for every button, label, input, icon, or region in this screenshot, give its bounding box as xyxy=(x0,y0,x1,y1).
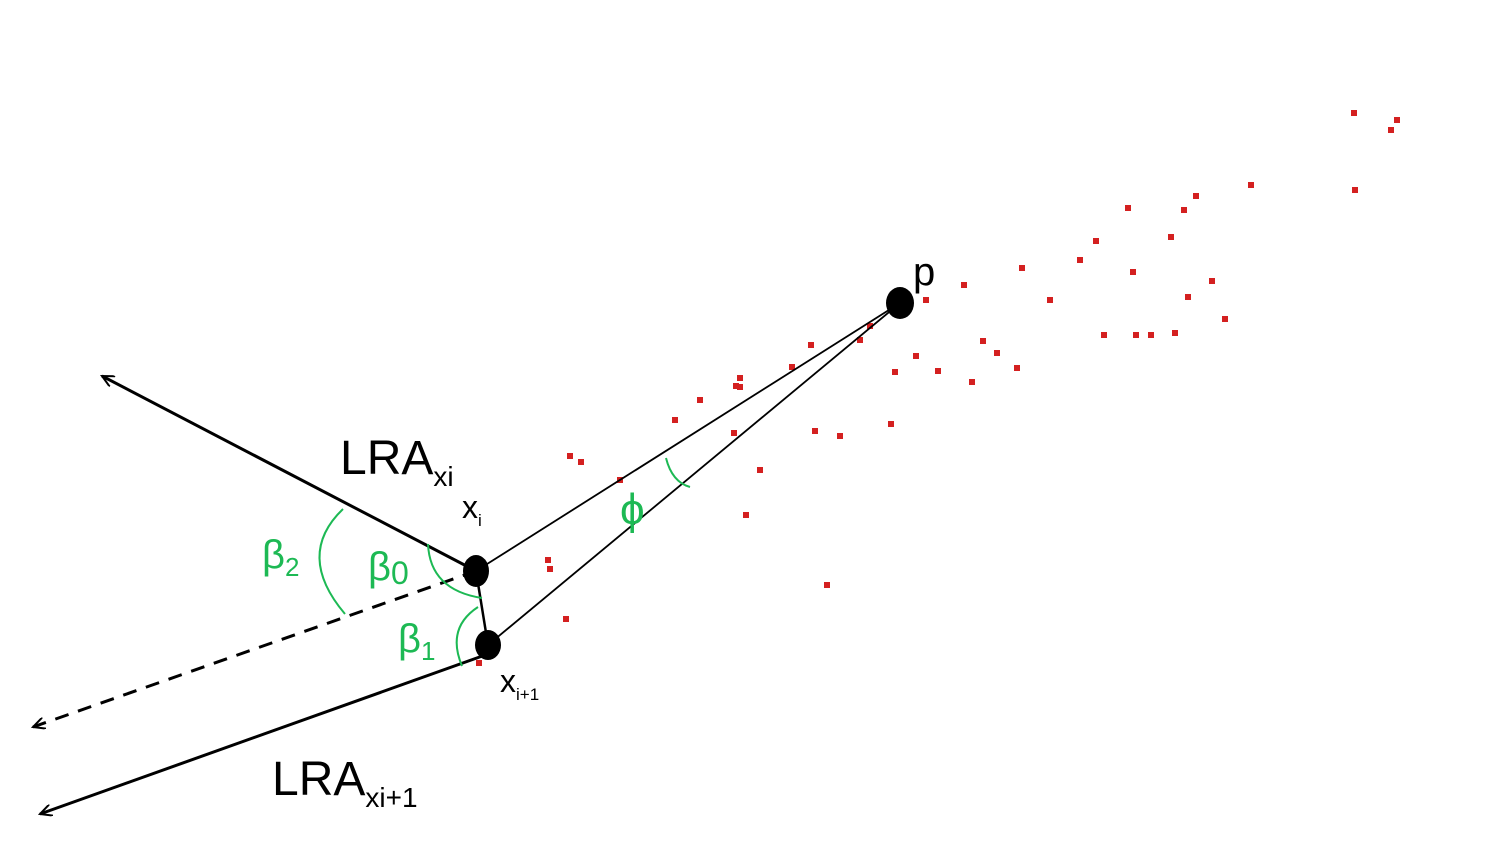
cloud-point xyxy=(961,282,967,288)
cloud-point xyxy=(1172,330,1178,336)
cloud-point xyxy=(1209,278,1215,284)
line-xi-to-p xyxy=(475,302,901,572)
cloud-point xyxy=(476,660,482,666)
cloud-point xyxy=(994,350,1000,356)
beta2-angle-arc xyxy=(318,508,346,615)
cloud-point xyxy=(969,379,975,385)
cloud-point xyxy=(923,297,929,303)
lra-xi1-arrow xyxy=(40,652,489,814)
cloud-point xyxy=(1351,110,1357,116)
label-p: p xyxy=(913,250,935,294)
cloud-point xyxy=(1077,257,1083,263)
line-xi1-to-p xyxy=(487,302,901,646)
cloud-point xyxy=(1148,332,1154,338)
cloud-point xyxy=(1352,187,1358,193)
cloud-point xyxy=(737,375,743,381)
cloud-point xyxy=(1019,265,1025,271)
cloud-point xyxy=(545,557,551,563)
cloud-point xyxy=(733,383,739,389)
label-xi1: xi+1 xyxy=(500,663,539,704)
cloud-point xyxy=(672,417,678,423)
cloud-point xyxy=(857,337,863,343)
cloud-point xyxy=(567,453,573,459)
cloud-point xyxy=(697,397,703,403)
cloud-point xyxy=(563,616,569,622)
label-beta1: β1 xyxy=(398,617,435,666)
label-lra-xi1: LRAxi+1 xyxy=(272,753,418,813)
beta1-angle-arc xyxy=(455,606,479,667)
cloud-point xyxy=(913,353,919,359)
node-p xyxy=(886,287,914,319)
phi-angle-arc xyxy=(665,457,691,488)
cloud-point xyxy=(812,428,818,434)
cloud-point xyxy=(1185,294,1191,300)
cloud-point xyxy=(578,459,584,465)
node-xi xyxy=(463,555,489,587)
cloud-point xyxy=(935,368,941,374)
cloud-point xyxy=(980,338,986,344)
cloud-point xyxy=(1133,332,1139,338)
lra-xi-arrow xyxy=(102,374,477,573)
cloud-point xyxy=(824,582,830,588)
cloud-point xyxy=(808,342,814,348)
cloud-point xyxy=(757,467,763,473)
cloud-point xyxy=(837,433,843,439)
label-xi: xi xyxy=(462,489,482,530)
beta0-angle-arc xyxy=(427,543,483,599)
cloud-point xyxy=(789,364,795,370)
cloud-point xyxy=(1168,234,1174,240)
cloud-point xyxy=(1394,117,1400,123)
cloud-point xyxy=(1248,182,1254,188)
cloud-point xyxy=(1101,332,1107,338)
node-xi1 xyxy=(475,630,501,660)
cloud-point xyxy=(1125,205,1131,211)
cloud-point xyxy=(1014,365,1020,371)
cloud-point xyxy=(737,384,743,390)
cloud-point xyxy=(1222,316,1228,322)
cloud-point xyxy=(1047,297,1053,303)
label-beta2: β2 xyxy=(262,533,299,582)
label-beta0: β0 xyxy=(368,545,409,591)
cloud-point xyxy=(1181,207,1187,213)
cloud-point xyxy=(1388,127,1394,133)
cloud-point xyxy=(1193,193,1199,199)
cloud-point xyxy=(547,566,553,572)
cloud-point xyxy=(743,512,749,518)
cloud-point xyxy=(892,369,898,375)
cloud-point xyxy=(1093,238,1099,244)
cloud-point xyxy=(867,323,873,329)
label-lra-xi: LRAxi xyxy=(340,432,454,492)
cloud-point xyxy=(731,430,737,436)
point-cloud xyxy=(476,110,1400,666)
cloud-point xyxy=(1130,269,1136,275)
lra-xi-extension-dashed xyxy=(33,569,477,727)
label-phi: ϕ xyxy=(620,485,645,534)
cloud-point xyxy=(888,421,894,427)
